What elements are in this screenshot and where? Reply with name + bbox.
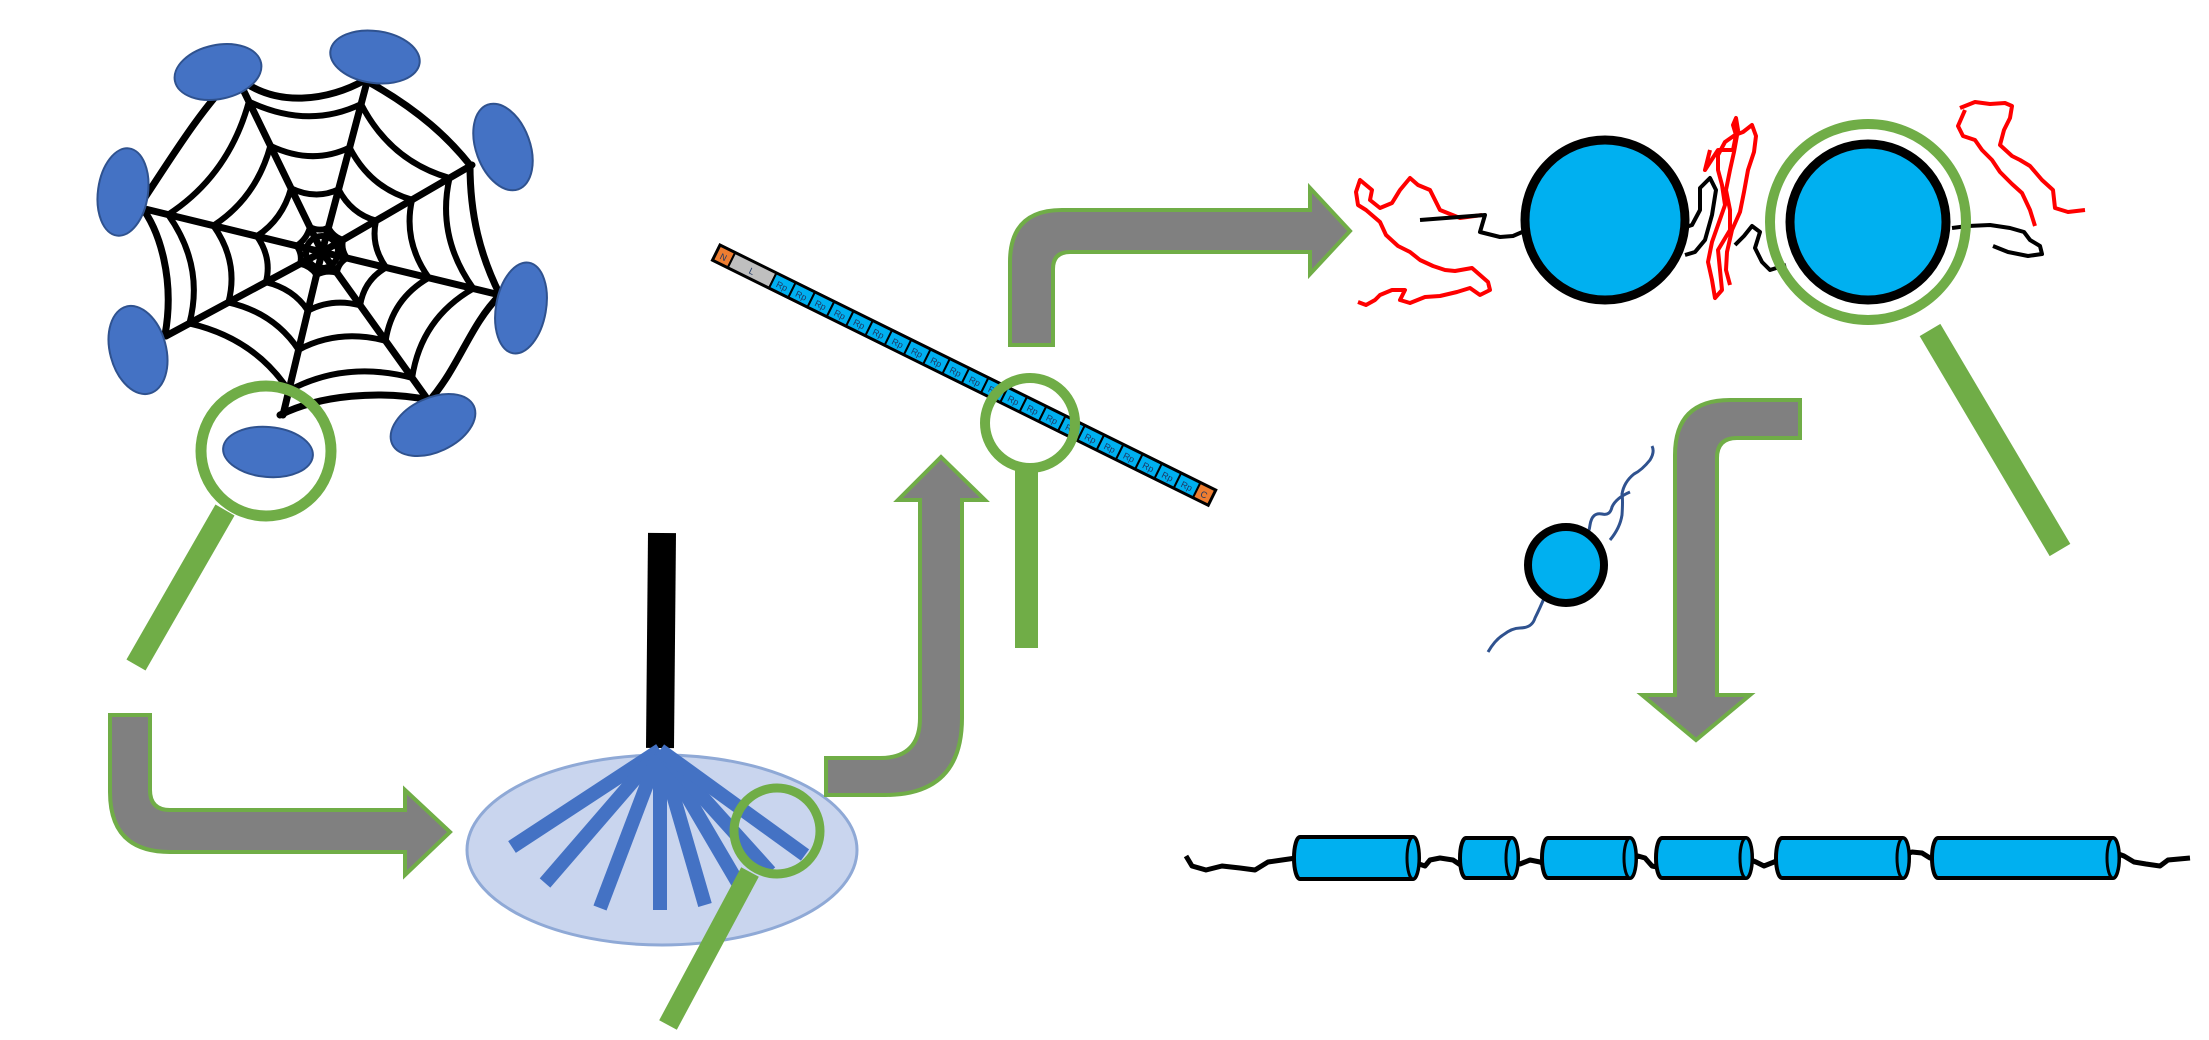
folded-domains-icon [1354,100,2086,307]
n-terminal-segment-label: N [718,251,728,263]
flow-arrow-3-body [1008,182,1353,347]
gland-oval [173,43,263,101]
repeat-segment-label: Rp [1083,432,1098,446]
helix-cylinder [1540,836,1638,880]
magnifier-icon [980,373,1080,648]
repeat-segment-label: Rp [1121,451,1136,465]
repeat-segment-label: Rp [1102,441,1117,455]
repeat-segment-label: Rp [832,308,847,322]
repeat-segment-label: Rp [775,279,790,293]
linker-segment-label: L [747,266,756,277]
magnifier-icon [659,783,825,1030]
c-terminal-segment-label: C [1199,489,1210,501]
gland-oval [222,425,314,479]
repeat-segment-label: Rp [794,289,809,303]
fiber-line [539,745,666,888]
silk-gland-spigot-icon [465,532,859,947]
fiber-line [593,747,667,911]
repeat-segment-label: Rp [948,365,963,379]
repeat-segment-label: Rp [1044,413,1059,427]
helix-cylinder [1458,836,1520,880]
repeat-segment-label: Rp [1141,460,1156,474]
repeat-segment-label: Rp [852,317,867,331]
repeat-segment-label: Rp [1179,479,1194,493]
magnifier-icon [1765,119,2071,557]
helix-cylinder [1654,836,1754,880]
helix-cylinder [1292,835,1421,881]
gland-oval [389,393,477,457]
spidroin-chain-icon: NLRpRpRpRpRpRpRpRpRpRpRpRpRpRpRpRpRpRpRp… [710,242,1218,508]
gland-oval [96,147,150,237]
repeat-segment-label: Rp [1160,470,1175,484]
spider-web-icon [136,71,504,419]
repeat-segment-label: Rp [967,374,982,388]
flow-arrow-1 [108,713,453,880]
gland-oval [494,261,548,355]
helix-cylinder [1930,836,2121,880]
flow-arrow-4 [1636,398,1802,743]
repeat-segment-label: Rp [929,355,944,369]
gland-oval [329,29,421,85]
repeat-segment-label: Rp [1006,393,1021,407]
fiber-line [508,744,664,853]
single-domain-icon [1486,445,1655,653]
fiber-line [655,744,810,861]
repeat-segment-label: Rp [871,327,886,341]
magnifier-icon [126,380,337,671]
repeat-segment-label: Rp [813,298,828,312]
repeat-segment-label: Rp [1025,403,1040,417]
helix-cylinder [1774,836,1911,880]
flow-arrow-2 [824,454,990,797]
gland-oval [107,304,169,396]
repeat-segment-label: Rp [909,346,924,360]
silk-gland-ovals [96,29,548,479]
helix-cylinders-icon [1183,835,2191,881]
gland-oval [472,102,534,192]
repeat-segment-label: Rp [890,336,905,350]
